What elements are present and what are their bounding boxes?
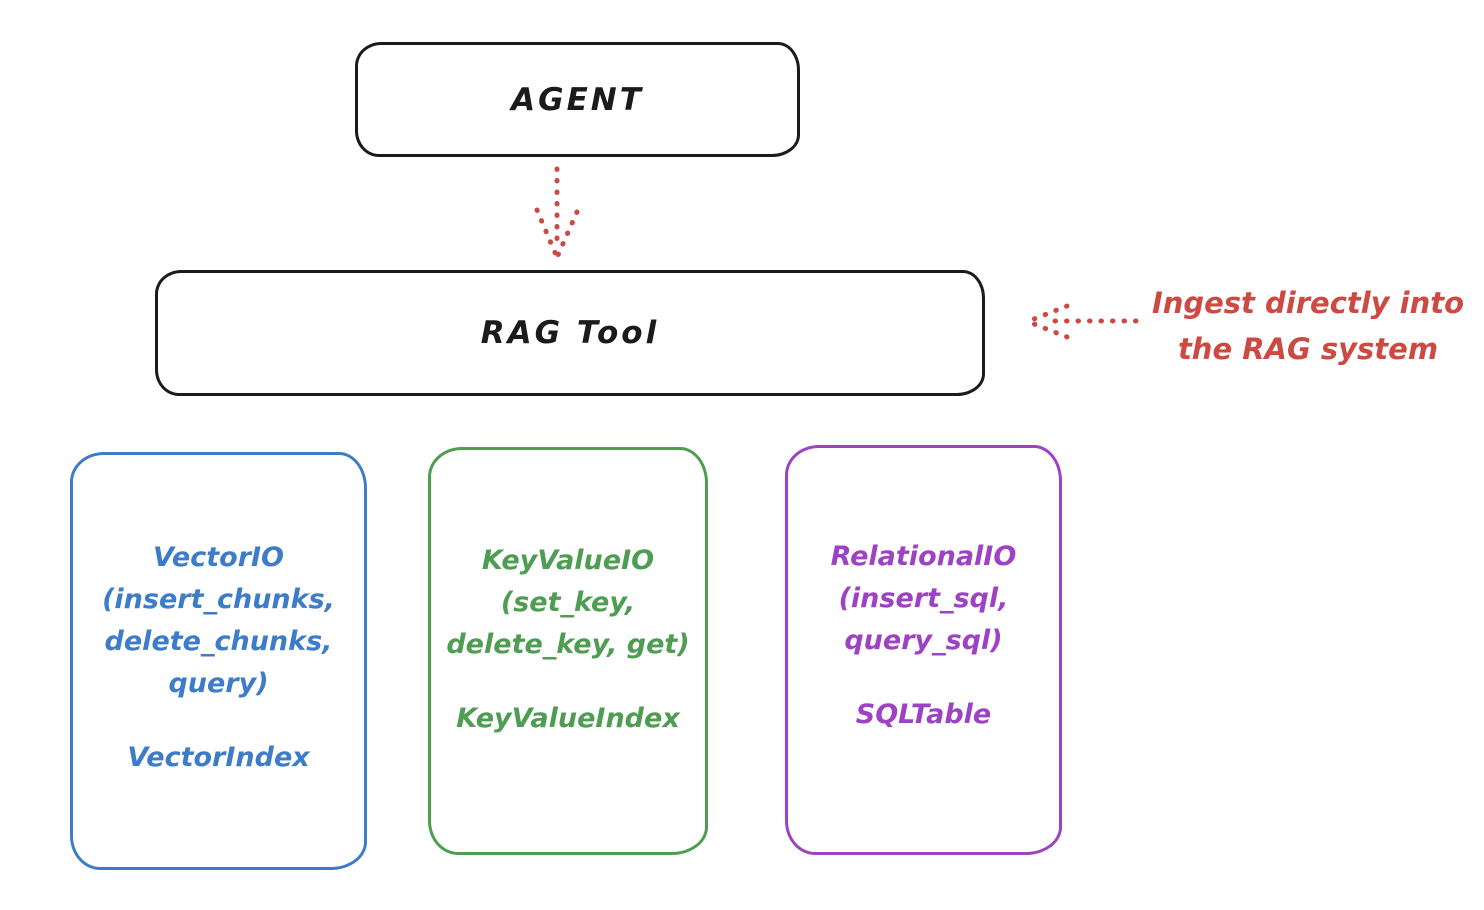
keyvalue-io-line: (set_key,	[500, 587, 636, 618]
sql-table-label: SQLTable	[855, 699, 992, 730]
keyvalue-index-label: KeyValueIndex	[456, 703, 680, 734]
relational-io-signature: RelationalIO (insert_sql, query_sql)	[831, 536, 1017, 662]
ingest-annotation-line2: the RAG system	[1177, 332, 1439, 366]
relational-io-line: query_sql)	[844, 625, 1003, 656]
agent-node-label: AGENT	[511, 81, 644, 118]
vector-io-line: delete_chunks,	[104, 626, 333, 657]
keyvalue-io-title: KeyValueIO	[481, 545, 655, 576]
keyvalue-io-line: delete_key, get)	[446, 629, 690, 660]
vector-io-line: (insert_chunks,	[102, 584, 335, 615]
ingest-annotation: Ingest directly into the RAG system	[1138, 280, 1478, 372]
vector-io-signature: VectorIO (insert_chunks, delete_chunks, …	[102, 537, 335, 705]
rag-tool-node: RAG Tool	[155, 270, 985, 396]
vector-io-title: VectorIO	[152, 542, 285, 573]
relational-io-line: (insert_sql,	[838, 583, 1009, 614]
ingest-annotation-line1: Ingest directly into	[1151, 286, 1465, 320]
keyvalue-io-node: KeyValueIO (set_key, delete_key, get) Ke…	[428, 447, 708, 855]
agent-node: AGENT	[355, 42, 800, 157]
vector-index-label: VectorIndex	[127, 742, 310, 773]
arrow-agent-to-ragtool-icon	[534, 166, 580, 258]
vector-io-line: query)	[168, 668, 269, 699]
arrow-annotation-to-ragtool-icon	[1026, 303, 1139, 340]
vector-io-node: VectorIO (insert_chunks, delete_chunks, …	[70, 452, 367, 870]
keyvalue-io-signature: KeyValueIO (set_key, delete_key, get)	[446, 540, 689, 666]
relational-io-node: RelationalIO (insert_sql, query_sql) SQL…	[785, 445, 1062, 855]
relational-io-title: RelationalIO	[830, 541, 1017, 572]
rag-tool-node-label: RAG Tool	[480, 315, 660, 351]
